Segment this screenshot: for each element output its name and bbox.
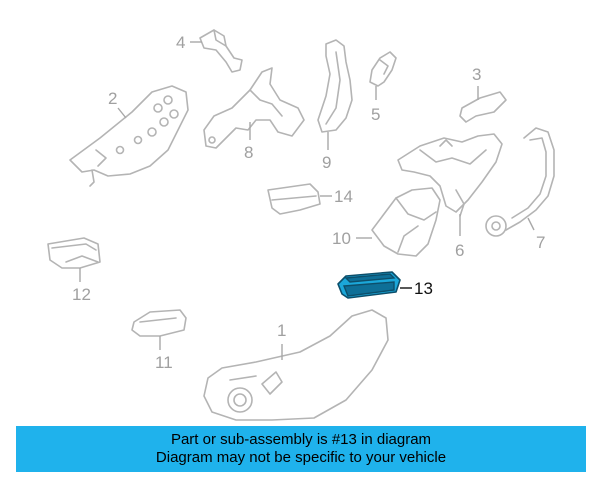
callout-8: 8	[244, 143, 253, 162]
part-11	[131, 309, 187, 337]
part-7	[485, 127, 555, 237]
callout-3: 3	[472, 65, 481, 84]
banner-line-1: Part or sub-assembly is #13 in diagram	[170, 431, 432, 448]
part-14	[267, 183, 321, 215]
callout-1: 1	[277, 321, 286, 340]
callout-12: 12	[72, 285, 91, 304]
callout-4: 4	[176, 33, 185, 52]
part-6	[397, 133, 503, 217]
part-9	[317, 39, 353, 133]
callout-2: 2	[108, 89, 117, 108]
callout-9: 9	[322, 153, 331, 172]
callout-13: 13	[414, 279, 433, 298]
part-13	[337, 271, 401, 299]
part-10	[371, 187, 441, 257]
part-4	[199, 29, 243, 73]
parts-diagram: 4 2 8 9 5 3	[47, 29, 555, 421]
part-3	[459, 91, 507, 123]
part-8	[203, 67, 305, 149]
part-5	[369, 51, 397, 87]
callout-14: 14	[334, 187, 353, 206]
callout-5: 5	[371, 105, 380, 124]
part-12	[47, 237, 101, 269]
part-2	[69, 85, 189, 187]
callout-11: 11	[155, 353, 173, 372]
banner-line-2: Diagram may not be specific to your vehi…	[155, 449, 447, 466]
info-banner: Part or sub-assembly is #13 in diagram D…	[16, 426, 586, 472]
part-1	[203, 309, 389, 421]
callout-10: 10	[332, 229, 351, 248]
callout-6: 6	[455, 241, 464, 260]
callout-7: 7	[536, 233, 545, 252]
